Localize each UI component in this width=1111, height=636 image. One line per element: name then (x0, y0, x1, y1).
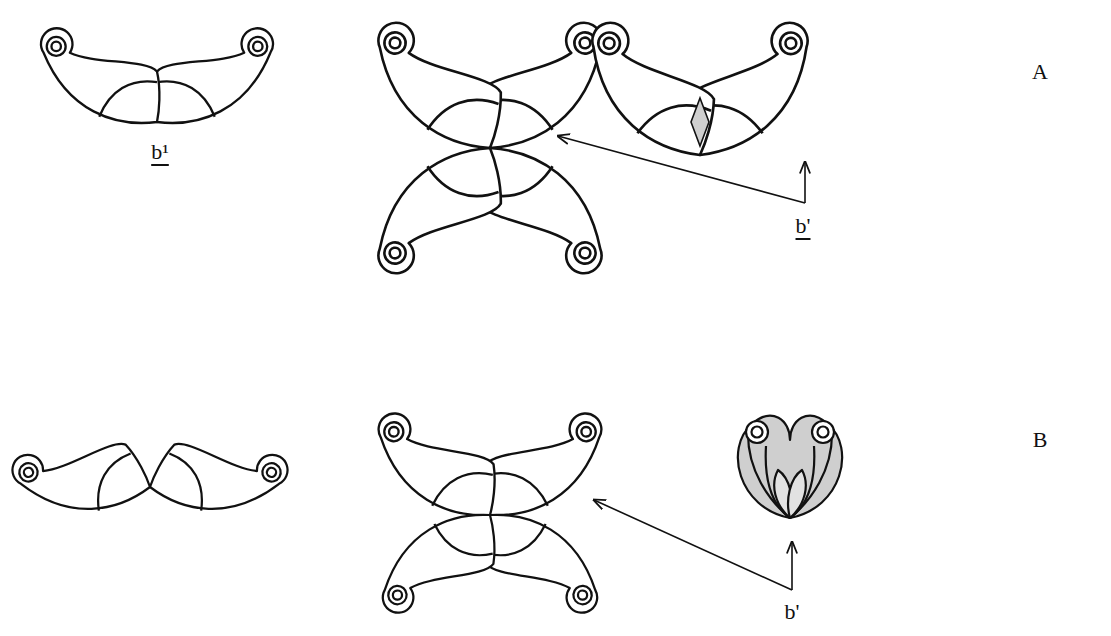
figure-label: b' (796, 215, 811, 237)
figure-label: B (1033, 429, 1048, 451)
figure-label: b¹ (151, 141, 169, 163)
figure-label: A (1032, 61, 1048, 83)
figure-label: b' (785, 601, 800, 623)
